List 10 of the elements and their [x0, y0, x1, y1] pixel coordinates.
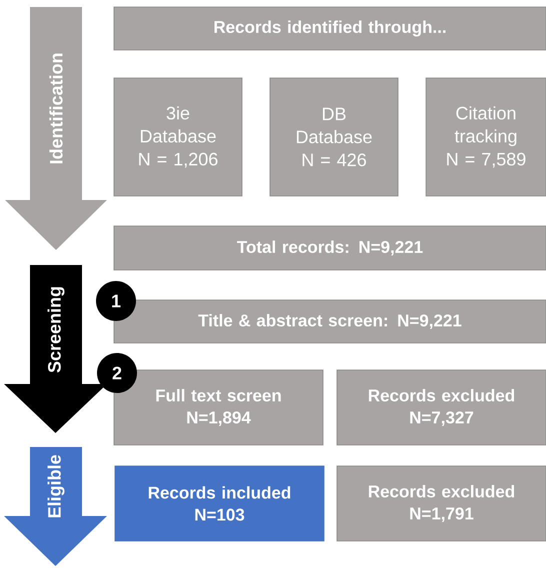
process-box: DB Database N = 426 — [270, 78, 398, 196]
process-box: Total records: N=9,221 — [114, 226, 546, 270]
step-number: 2 — [97, 353, 137, 393]
step-number: 1 — [96, 281, 136, 321]
process-box: Records excluded N=7,327 — [336, 370, 546, 446]
process-box: Citation tracking N = 7,589 — [426, 78, 546, 196]
process-box: Records included N=103 — [114, 466, 324, 542]
process-box: 3ie Database N = 1,206 — [114, 78, 242, 196]
process-box: Records identified through... — [114, 6, 546, 50]
process-box: Records excluded N=1,791 — [336, 466, 546, 542]
